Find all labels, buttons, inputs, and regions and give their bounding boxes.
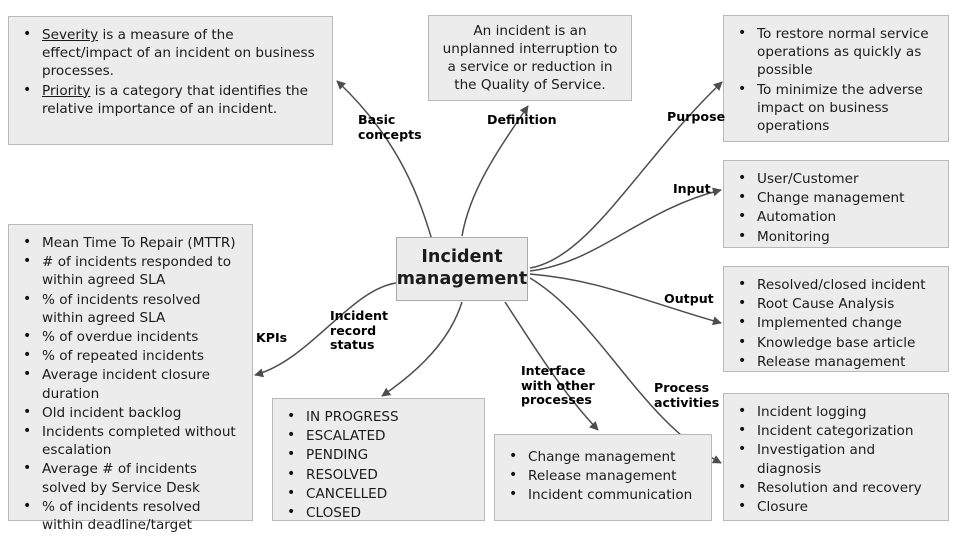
list-item: Average # of incidents solved by Service… [18,459,244,496]
edge-incident-record-status [381,301,463,397]
definition-text: An incident is an unplanned interruption… [442,22,618,94]
center-label: Incident management [396,247,528,289]
list-item: Resolution and recovery [733,478,940,497]
list-item: Average incident closure duration [18,365,244,402]
term-priority-text: is a category that identifies the relati… [42,82,308,117]
edge-label-purpose: Purpose [667,109,726,124]
list-item: To minimize the adverse impact on busine… [733,80,940,136]
list-item: CANCELLED [282,484,476,503]
edge-label-basic-concepts: Basic concepts [358,112,422,142]
list-item: % of overdue incidents [18,327,244,346]
list-item: Incident logging [733,402,940,421]
node-output[interactable]: Resolved/closed incident Root Cause Anal… [723,266,949,372]
list-item: Monitoring [733,227,940,246]
list-item: % of incidents resolved within agreed SL… [18,290,244,327]
edge-label-kpis: KPIs [256,330,288,345]
edge-label-incident-record-status: Incident record status [330,308,388,353]
list-item: To restore normal service operations as … [733,24,940,80]
list-item: ESCALATED [282,426,476,445]
edge-label-process-activities: Process activities [654,380,720,410]
list-item: IN PROGRESS [282,407,476,426]
list-item: Incident communication [504,485,703,504]
list-item: # of incidents responded to within agree… [18,252,244,289]
node-basic-concepts[interactable]: Severity is a measure of the effect/impa… [8,16,333,145]
list-item: % of repeated incidents [18,346,244,365]
list-item: Root Cause Analysis [733,294,940,313]
node-process-activities[interactable]: Incident logging Incident categorization… [723,393,949,521]
edge-input [529,187,722,272]
list-item: User/Customer [733,169,940,188]
term-severity: Severity [42,27,99,43]
list-item: Priority is a category that identifies t… [18,81,324,118]
node-interface-with-other-processes[interactable]: Change management Release management Inc… [494,434,712,521]
node-kpis[interactable]: Mean Time To Repair (MTTR) # of incident… [8,224,253,533]
term-severity-text: is a measure of the effect/impact of an … [42,27,315,80]
edge-basic-concepts [336,80,433,241]
list-item: Incident categorization [733,421,940,440]
edge-label-definition: Definition [487,112,557,127]
list-item: Implemented change [733,313,940,332]
edge-label-output: Output [664,291,714,306]
list-item: % of incidents resolved within deadline/… [18,497,244,534]
edge-label-input: Input [673,181,711,196]
edge-label-interface: Interface with other processes [521,363,595,408]
list-item: CLOSED [282,503,476,522]
list-item: Incidents completed without escalation [18,422,244,459]
node-definition[interactable]: An incident is an unplanned interruption… [428,15,632,101]
node-purpose[interactable]: To restore normal service operations as … [723,15,949,142]
list-item: Closure [733,497,940,516]
list-item: Release management [504,466,703,485]
list-item: RESOLVED [282,465,476,484]
list-item: Release management [733,352,940,371]
term-priority: Priority [42,82,91,99]
list-item: Mean Time To Repair (MTTR) [18,233,244,252]
list-item: Old incident backlog [18,403,244,422]
list-item: Knowledge base article [733,333,940,352]
list-item: Resolved/closed incident [733,275,940,294]
node-incident-record-status[interactable]: IN PROGRESS ESCALATED PENDING RESOLVED C… [272,398,485,522]
node-center-incident-management[interactable]: Incident management [396,237,528,301]
node-input[interactable]: User/Customer Change management Automati… [723,160,949,248]
list-item: Change management [733,188,940,207]
list-item: PENDING [282,445,476,464]
list-item: Investigation and diagnosis [733,440,940,477]
list-item: Severity is a measure of the effect/impa… [18,25,324,81]
list-item: Automation [733,207,940,226]
list-item: Change management [504,447,703,466]
